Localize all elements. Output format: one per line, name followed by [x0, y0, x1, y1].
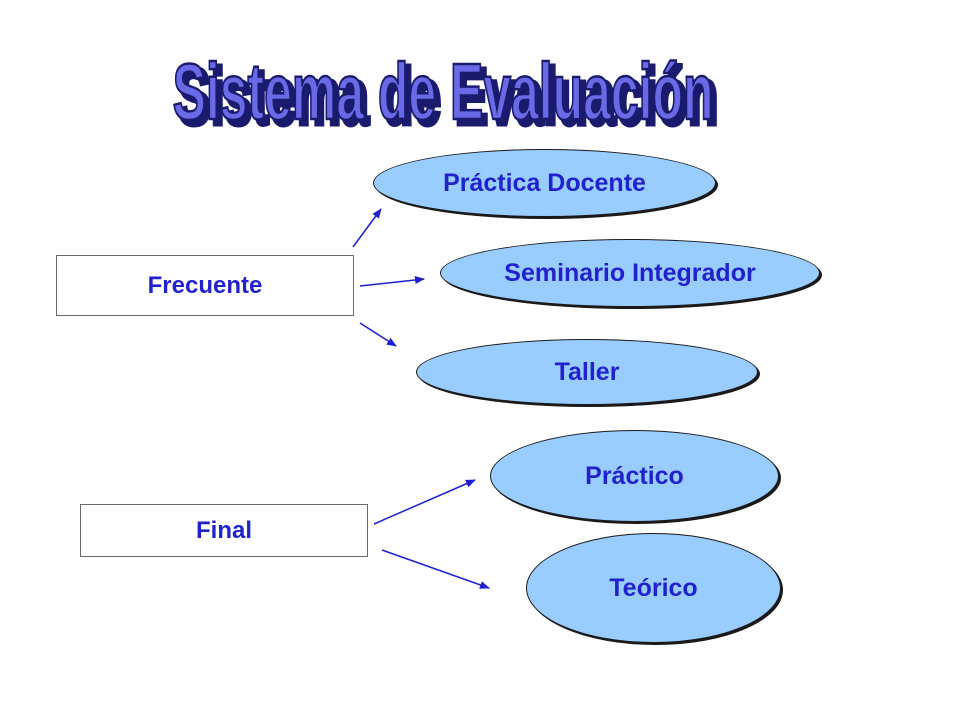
ellipse-taller: Taller [416, 339, 758, 405]
title-shadow: Sistema de Evaluación [178, 53, 719, 140]
arrow-to-taller [359, 322, 397, 347]
title-group: Sistema de Evaluación Sistema de Evaluac… [172, 47, 721, 140]
ellipse-teorico: Teórico [526, 533, 781, 643]
page-title: Sistema de Evaluación [173, 48, 714, 137]
ellipse-seminario-integrador: Seminario Integrador [440, 239, 820, 307]
arrow-to-practico [373, 479, 476, 525]
ellipse-practica-docente: Práctica Docente [373, 149, 716, 217]
ellipse-practico: Práctico [490, 430, 779, 522]
final-box: Final [80, 504, 368, 557]
arrow-to-seminario-integrador [359, 276, 425, 287]
frecuente-box: Frecuente [56, 255, 354, 316]
title-graphic: Sistema de Evaluación Sistema de Evaluac… [172, 47, 721, 140]
arrow-to-practica-docente [352, 208, 382, 248]
arrow-to-teorico [381, 549, 490, 589]
